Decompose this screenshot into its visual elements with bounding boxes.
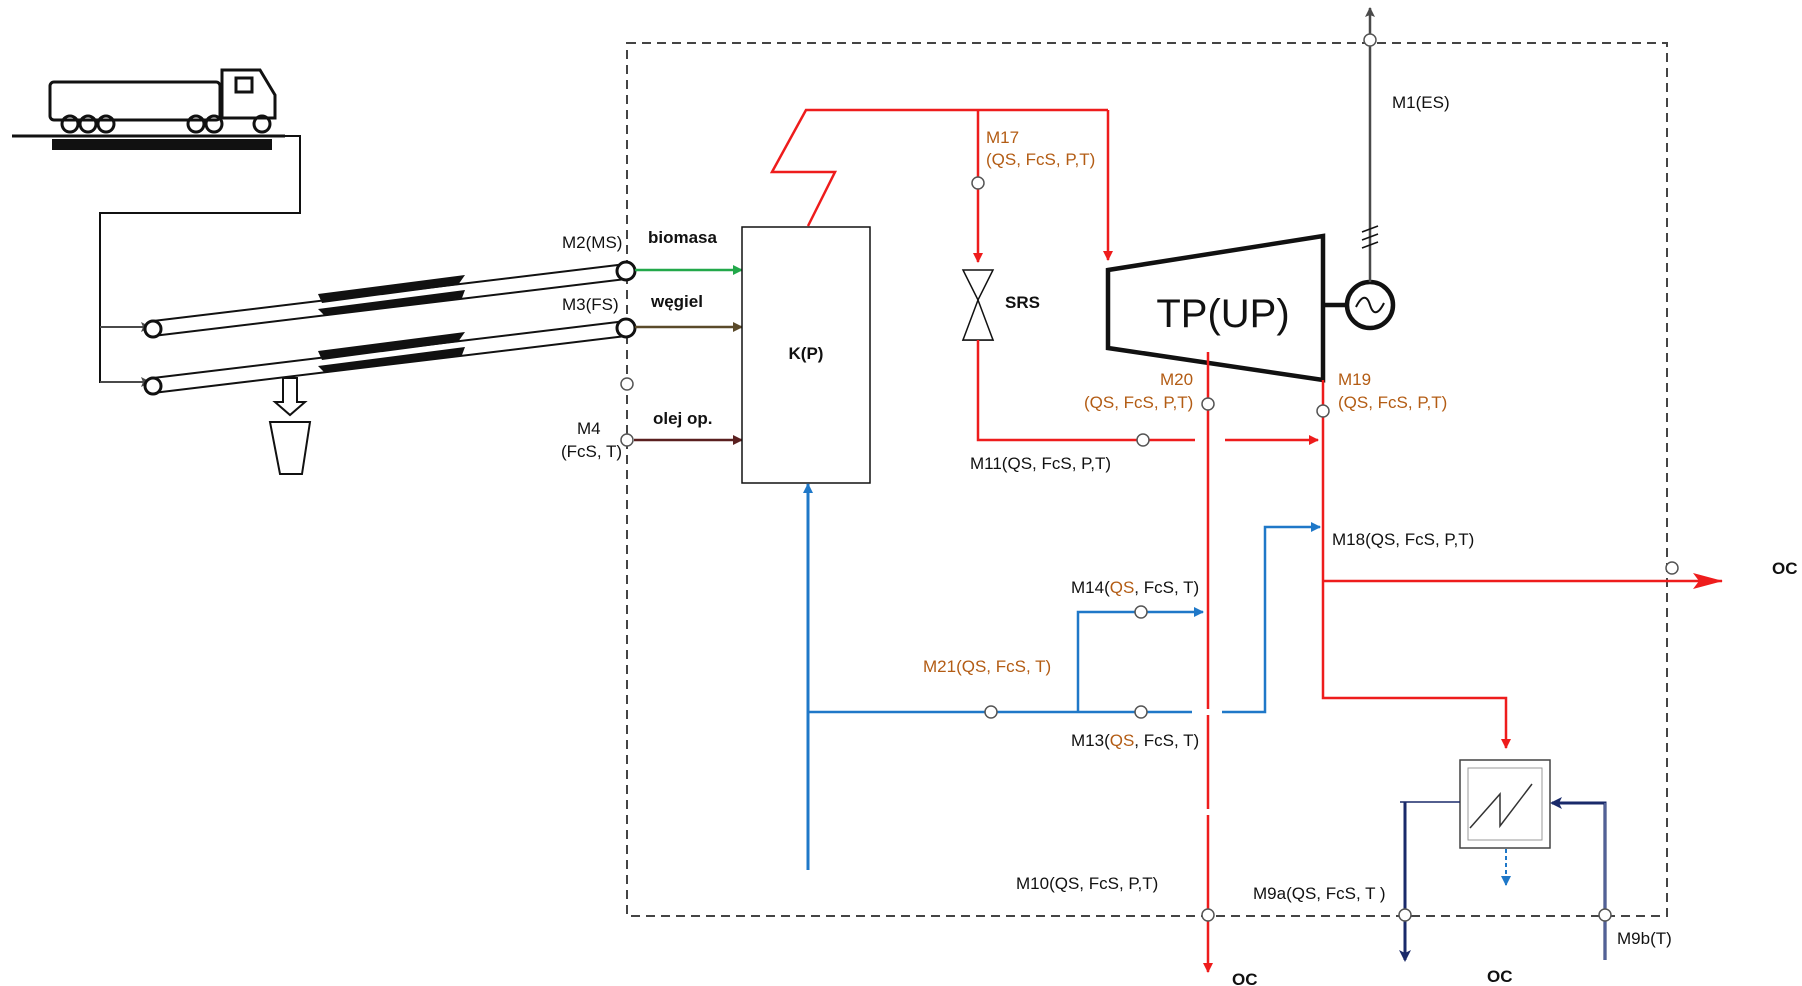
stream-label-m2: M2(MS) (562, 233, 622, 252)
srs-label: SRS (1005, 293, 1040, 312)
stream-label-m3: M3(FS) (562, 295, 619, 314)
fuel-label-coal: węgiel (650, 292, 703, 311)
oc-label-bottom-2: OC (1487, 967, 1513, 986)
grid-ground-symbol (1361, 225, 1379, 249)
supply-water-in-m9b (1550, 797, 1607, 960)
measurement-node (1201, 908, 1215, 922)
measurement-node (1598, 908, 1612, 922)
boiler-label: K(P) (789, 344, 824, 363)
stream-label-m9b: M9b(T) (1617, 929, 1672, 948)
truck-icon (48, 68, 277, 134)
ground-platform (12, 134, 285, 150)
measurement-node (1134, 705, 1148, 719)
measurement-node (620, 377, 634, 391)
conveyor-icon (143, 260, 637, 339)
boiler-box (741, 226, 871, 484)
stream-label-m17b: (QS, FcS, P,T) (986, 150, 1095, 169)
measurement-node (1201, 397, 1215, 411)
stream-label-m11: M11(QS, FcS, P,T) (970, 454, 1111, 473)
system-boundary (626, 42, 1668, 917)
exhaust-line-m19 (1321, 380, 1511, 749)
fuel-label-oil: olej op. (653, 409, 713, 428)
live-steam-line (769, 108, 1108, 227)
stream-label-m10: M10(QS, FcS, P,T) (1016, 874, 1158, 893)
valve-icon (961, 269, 995, 341)
measurement-node (1134, 605, 1148, 619)
heat-exchanger-icon (1459, 759, 1551, 849)
pipe-crossing-gap (1205, 809, 1211, 815)
conveyor-icon (143, 317, 637, 396)
measurement-node (984, 705, 998, 719)
measurement-node (1665, 561, 1679, 575)
supply-line (99, 135, 301, 383)
measurement-node (620, 433, 634, 447)
hopper-icon (268, 377, 312, 475)
measurement-node (1398, 908, 1412, 922)
fuel-label-biomass: biomasa (648, 228, 718, 247)
stream-label-m4a: M4 (577, 419, 601, 438)
turbine-label: TP(UP) (1156, 292, 1289, 336)
measurement-node (1363, 33, 1377, 47)
stream-label-m13: M13(QS, FcS, T) (1071, 731, 1199, 750)
measurement-node (1316, 404, 1330, 418)
generator-icon (1344, 279, 1396, 331)
oc-label-bottom-1: OC (1232, 970, 1258, 986)
pipe-crossing-gap (1192, 709, 1222, 715)
stream-label-m4b: (FcS, T) (561, 442, 622, 461)
measurement-node (971, 176, 985, 190)
stream-label-m1: M1(ES) (1392, 93, 1450, 112)
pipe-crossing-gap (1195, 437, 1225, 443)
stream-label-m19b: (QS, FcS, P,T) (1338, 393, 1447, 412)
water-main-line (808, 522, 1321, 714)
stream-label-m20a: M20 (1160, 370, 1193, 389)
stream-label-m21: M21(QS, FcS, T) (923, 657, 1051, 676)
stream-label-m18: M18(QS, FcS, P,T) (1332, 530, 1474, 549)
stream-label-m19a: M19 (1338, 370, 1371, 389)
stream-label-m9a: M9a(QS, FcS, T ) (1253, 884, 1386, 903)
water-branch-m14 (1076, 607, 1204, 712)
stream-label-m20b: (QS, FcS, P,T) (1084, 393, 1193, 412)
oc-label-right: OC (1772, 559, 1798, 578)
stream-label-m17a: M17 (986, 128, 1019, 147)
stream-label-m14: M14(QS, FcS, T) (1071, 578, 1199, 597)
measurement-node (1136, 433, 1150, 447)
